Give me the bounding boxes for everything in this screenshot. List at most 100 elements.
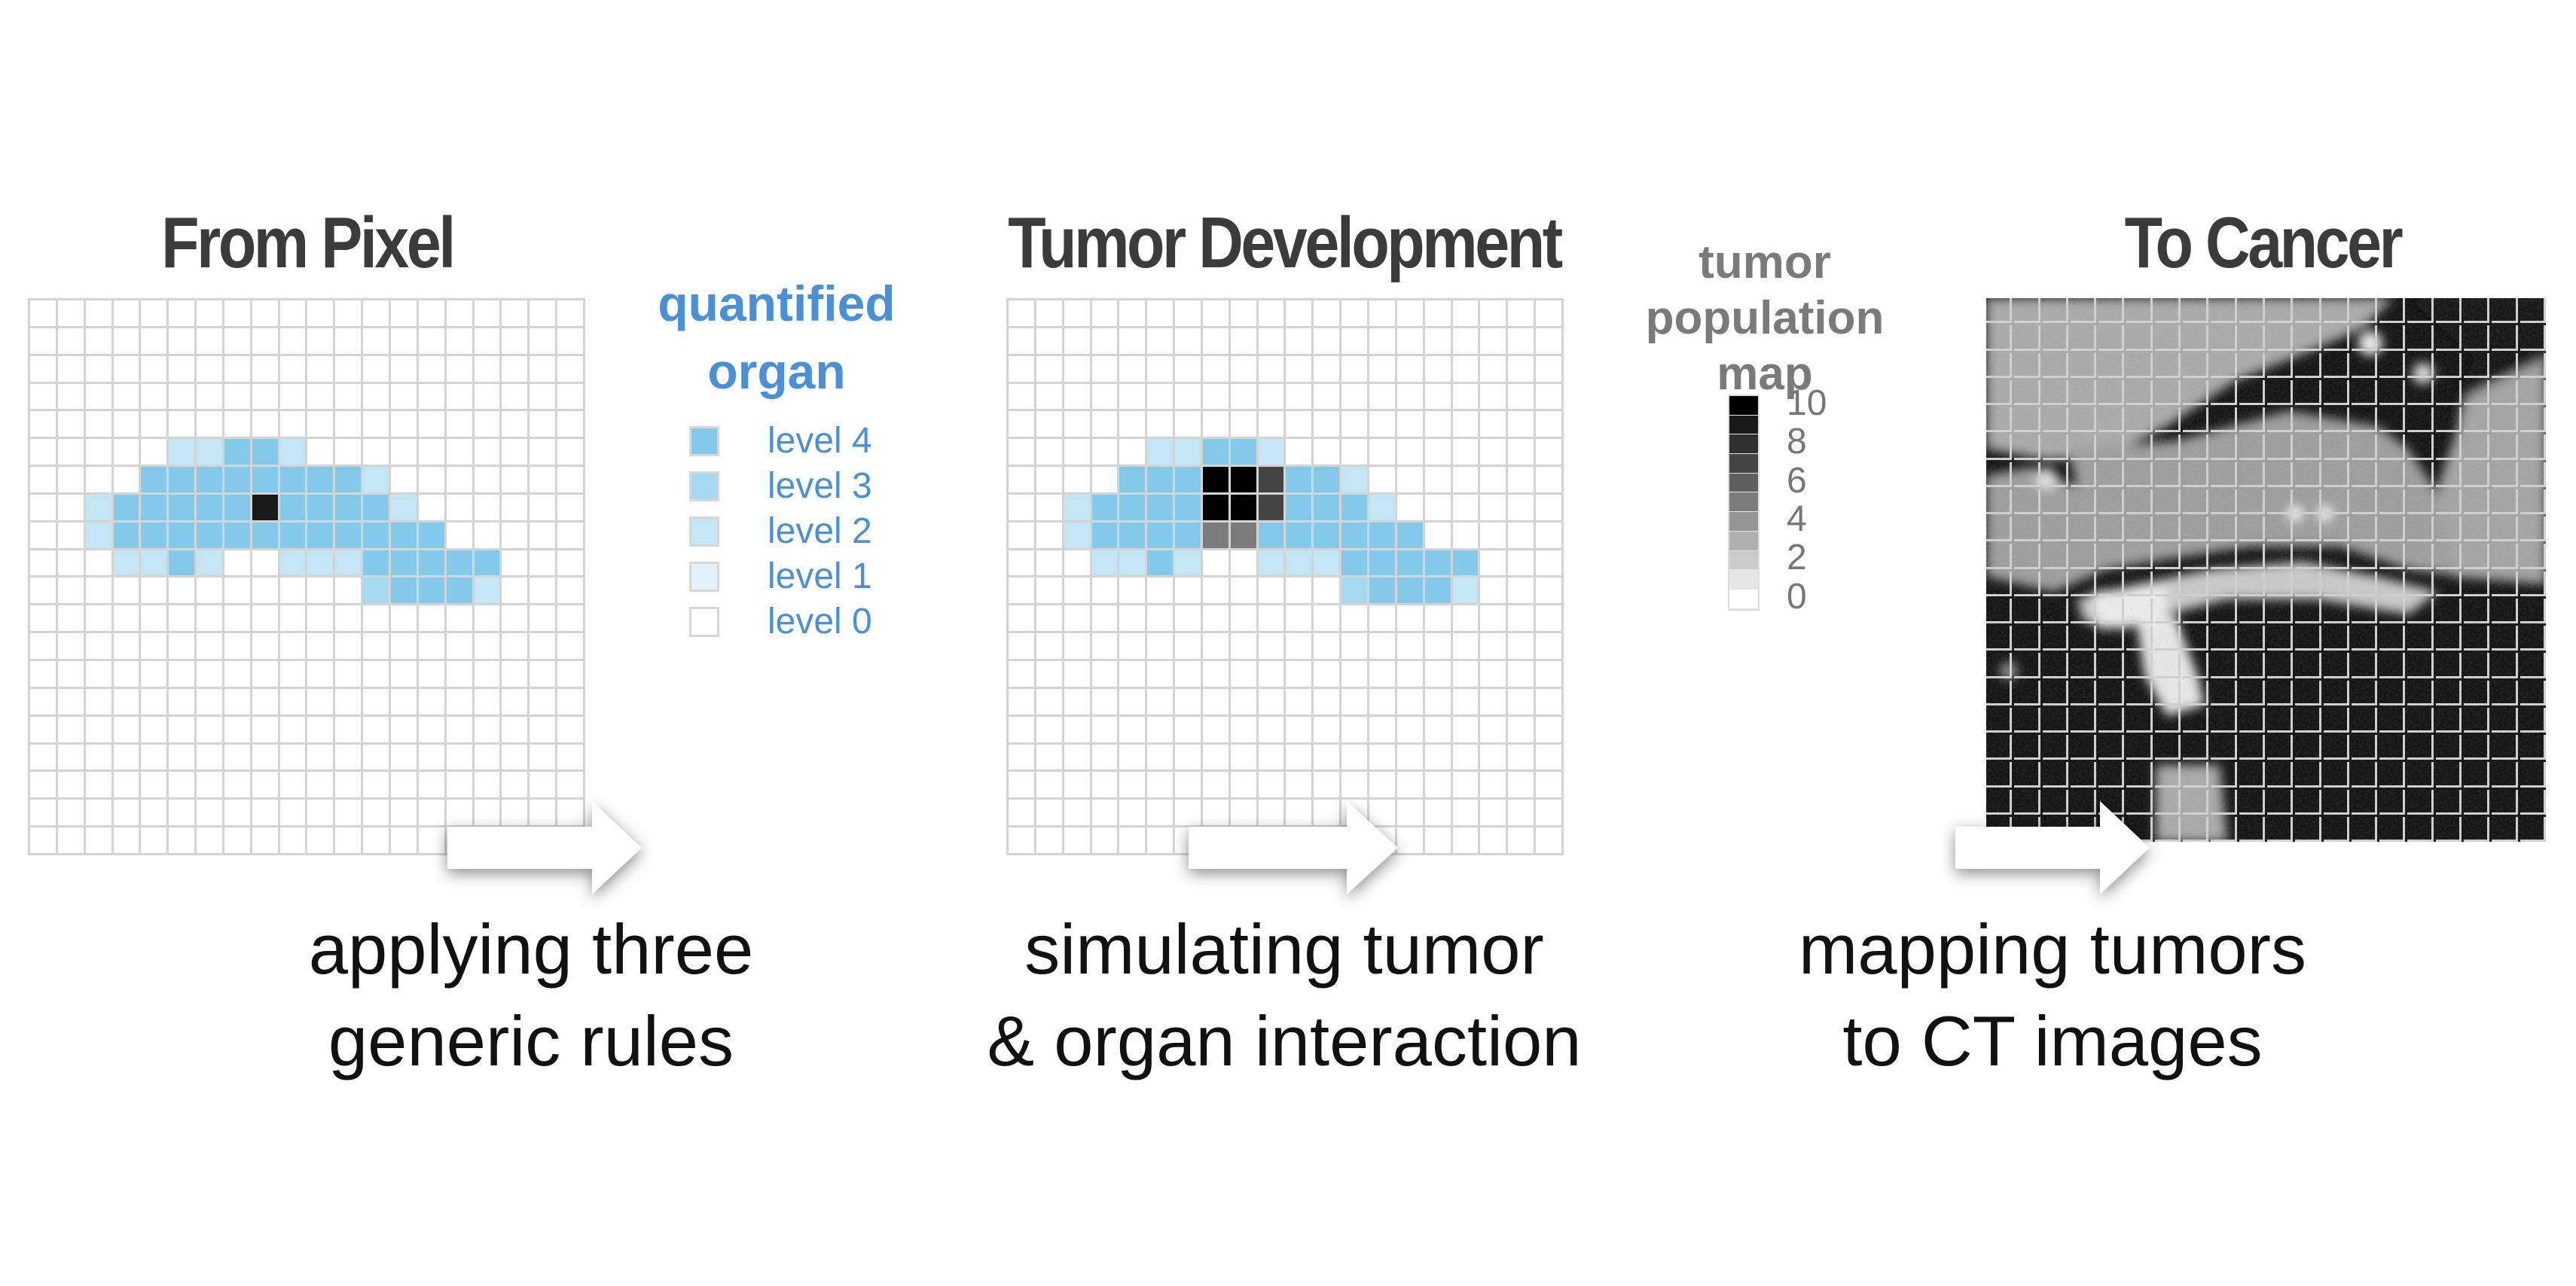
- grid-cell: [1091, 716, 1118, 742]
- grid-cell: [2239, 298, 2265, 324]
- grid-cell: [1986, 762, 2013, 788]
- grid-cell: [335, 605, 362, 632]
- grid-cell: [85, 827, 111, 853]
- grid-cell: [2183, 462, 2209, 487]
- grid-cell: [1341, 772, 1368, 798]
- grid-cell: [2266, 407, 2294, 433]
- grid-cell: [1258, 800, 1284, 826]
- grid-cell: [2520, 352, 2546, 378]
- grid-cell: [335, 772, 362, 798]
- grid-cell: [1036, 827, 1062, 853]
- grid-cell: [2464, 816, 2490, 842]
- grid-cell: [2407, 626, 2434, 651]
- grid-cell: [169, 328, 195, 354]
- grid-cell: [2379, 626, 2406, 651]
- grid-cell: [2070, 707, 2097, 733]
- grid-cell: [2070, 407, 2097, 433]
- grid-cell: [307, 633, 334, 660]
- grid-cell: [1369, 383, 1395, 410]
- grid-cell: [1147, 688, 1174, 715]
- grid-cell: [279, 605, 306, 632]
- grid-cell: [1396, 494, 1423, 520]
- grid-cell: [1341, 688, 1368, 715]
- grid-cell: [2098, 298, 2125, 324]
- organ-cell: [1396, 550, 1423, 576]
- grid-cell: [1396, 827, 1423, 853]
- grid-cell: [1230, 744, 1256, 770]
- grid-cell: [1452, 383, 1479, 410]
- grid-cell: [30, 467, 56, 492]
- grid-cell: [502, 522, 528, 548]
- grid-cell: [2042, 352, 2068, 378]
- grid-cell: [1147, 328, 1174, 354]
- grid-cell: [1424, 688, 1451, 715]
- grid-cell: [1091, 439, 1118, 465]
- grid-cell: [2323, 735, 2349, 760]
- grid-cell: [1508, 383, 1534, 410]
- grid-cell: [1424, 605, 1451, 632]
- grid-cell: [2211, 434, 2237, 460]
- grid-cell: [57, 355, 84, 382]
- grid-cell: [2435, 816, 2462, 842]
- grid-cell: [2407, 544, 2434, 569]
- grid-cell: [1119, 439, 1146, 465]
- grid-cell: [1536, 716, 1561, 742]
- grid-cell: [1119, 411, 1146, 437]
- grid-cell: [2154, 762, 2181, 788]
- grid-cell: [1480, 772, 1506, 798]
- grid-cell: [2266, 352, 2294, 378]
- grid-cell: [2211, 816, 2237, 842]
- grid-cell: [474, 328, 500, 354]
- grid-cell: [1119, 772, 1146, 798]
- grid-cell: [57, 494, 84, 520]
- organ-cell: [279, 522, 306, 548]
- grid-cell: [85, 439, 111, 465]
- grid-cell: [2379, 407, 2406, 433]
- grid-cell: [1175, 744, 1201, 770]
- organ-cell: [252, 467, 278, 492]
- grid-cell: [1286, 800, 1312, 826]
- grid-cell: [2126, 626, 2153, 651]
- grid-cell: [1064, 744, 1090, 770]
- grid-cell: [1536, 355, 1561, 382]
- grid-cell: [2520, 789, 2546, 815]
- grid-cell: [2239, 598, 2265, 623]
- grid-cell: [1536, 688, 1561, 715]
- grid-cell: [2464, 462, 2490, 487]
- grid-cell: [2520, 598, 2546, 623]
- grid-cell: [335, 633, 362, 660]
- grid-cell: [224, 605, 250, 632]
- grid-cell: [1369, 772, 1395, 798]
- grid-cell: [2014, 571, 2040, 596]
- grid-cell: [2070, 571, 2097, 596]
- grid-cell: [2239, 517, 2265, 542]
- organ-legend-item: level 1: [689, 556, 872, 597]
- grid-cell: [1452, 827, 1479, 853]
- grid-cell: [1064, 355, 1090, 382]
- grid-cell: [474, 355, 500, 382]
- grid-cell: [1230, 383, 1256, 410]
- legend-label: level 4: [768, 421, 872, 461]
- grid-cell: [30, 577, 56, 604]
- grid-cell: [1424, 383, 1451, 410]
- organ-cell: [1091, 494, 1118, 520]
- grid-cell: [113, 439, 139, 465]
- grid-cell: [2520, 489, 2546, 514]
- grid-cell: [224, 744, 250, 770]
- grid-cell: [1452, 522, 1479, 548]
- grid-cell: [2351, 379, 2378, 405]
- grid-cell: [197, 411, 222, 437]
- grid-cell: [30, 550, 56, 576]
- grid-cell: [224, 716, 250, 742]
- grid-cell: [2154, 517, 2181, 542]
- grid-cell: [57, 772, 84, 798]
- grid-cell: [2211, 407, 2237, 433]
- grid-cell: [530, 688, 556, 715]
- grid-cell: [1424, 716, 1451, 742]
- grid-cell: [1036, 688, 1062, 715]
- organ-cell: [1424, 577, 1451, 604]
- grid-cell: [252, 827, 278, 853]
- organ-cell: [307, 494, 334, 520]
- grid-cell: [391, 772, 417, 798]
- grid-cell: [1064, 800, 1090, 826]
